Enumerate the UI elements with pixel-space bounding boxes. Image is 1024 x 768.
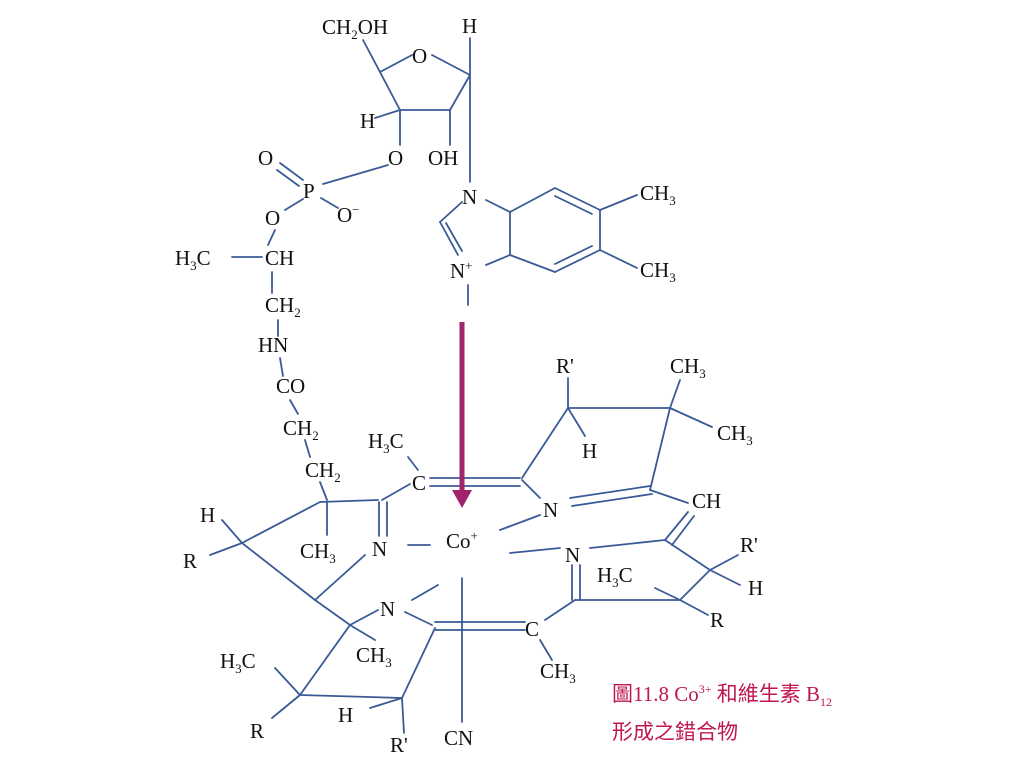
atom-hydrogen-right: H [748,576,763,600]
atom-imidazole-n1: N [462,185,477,209]
atom-ch-right: CH [692,489,721,513]
atom-carbon-meso-bottom: C [525,617,539,641]
atom-phosphoryl-oxygen: O [258,146,273,170]
figure-caption: 圖11.8 Co3+ 和維生素 B12 形成之錯合物 [612,674,972,747]
atom-ring-oxygen: O [412,44,427,68]
atom-ester-oxygen: O [388,146,403,170]
atom-methyl-bottom-ring: H3C [220,649,256,676]
atom-amide-co: CO [276,374,305,398]
atom-methyl-right: H3C [597,563,633,590]
atom-hydrogen-top-ring: H [582,439,597,463]
atom-anomeric-hydrogen: H [462,14,477,38]
atom-methyl-top-right-1: CH3 [670,354,706,381]
caption-vitamin: 和維生素 B [711,682,821,706]
coordination-arrow [452,322,472,508]
atom-ch2oh: CH2OH [322,15,388,42]
atom-link-oxygen: O [265,206,280,230]
atom-carbon-meso-top: C [412,471,426,495]
atom-r-left: R [183,549,197,573]
atom-chain-ch: CH [265,246,294,270]
atom-methyl-meso-top: H3C [368,429,404,456]
atom-nitrogen-bottom: N [380,597,395,621]
atom-ring-hydrogen: H [360,109,375,133]
caption-subscript: 12 [820,695,833,710]
caption-line-2: 形成之錯合物 [612,720,738,745]
atom-nitrogen-left: N [372,537,387,561]
atom-hydrogen-bottom: H [338,703,353,727]
atom-phosphorus: P [303,179,315,203]
atom-oxide-anion: O− [337,202,360,227]
atom-methyl-meso-bottom: CH3 [540,659,576,686]
caption-charge: 3+ [698,682,712,696]
atom-r-prime-bottom: R' [390,733,408,757]
atom-hydrogen-left: H [200,503,215,527]
atom-imidazole-n3-plus: N+ [450,258,473,283]
atom-nitrogen-right: N [565,543,580,567]
atom-amide-nh: HN [258,333,288,357]
atom-ring-hydroxyl: OH [428,146,458,170]
bonds [209,37,741,734]
atom-labels: CH2OH O H H O OH O P O− O N N+ CH3 CH3 H… [175,14,763,757]
atom-chain-ch2-3: CH2 [305,458,341,485]
atom-benzene-methyl-2: CH3 [640,258,676,285]
atom-methyl-left: CH3 [300,539,336,566]
atom-r-prime-right: R' [740,533,758,557]
atom-methyl-bottom-left: CH3 [356,643,392,670]
atom-r-bottom-left: R [250,719,264,743]
atom-nitrogen-top: N [543,498,558,522]
atom-methyl-top-right-2: CH3 [717,421,753,448]
atom-cobalt: Co+ [446,528,478,553]
atom-chain-ch2-2: CH2 [283,416,319,443]
caption-figure-number: 圖11.8 Co [612,682,699,706]
atom-r-prime-top: R' [556,354,574,378]
atom-cyano: CN [444,726,473,750]
caption-line-1: 圖11.8 Co3+ 和維生素 B12 [612,674,972,717]
atom-benzene-methyl-1: CH3 [640,181,676,208]
atom-chain-ch2-1: CH2 [265,293,301,320]
atom-chain-methyl: H3C [175,246,211,273]
atom-r-right: R [710,608,724,632]
